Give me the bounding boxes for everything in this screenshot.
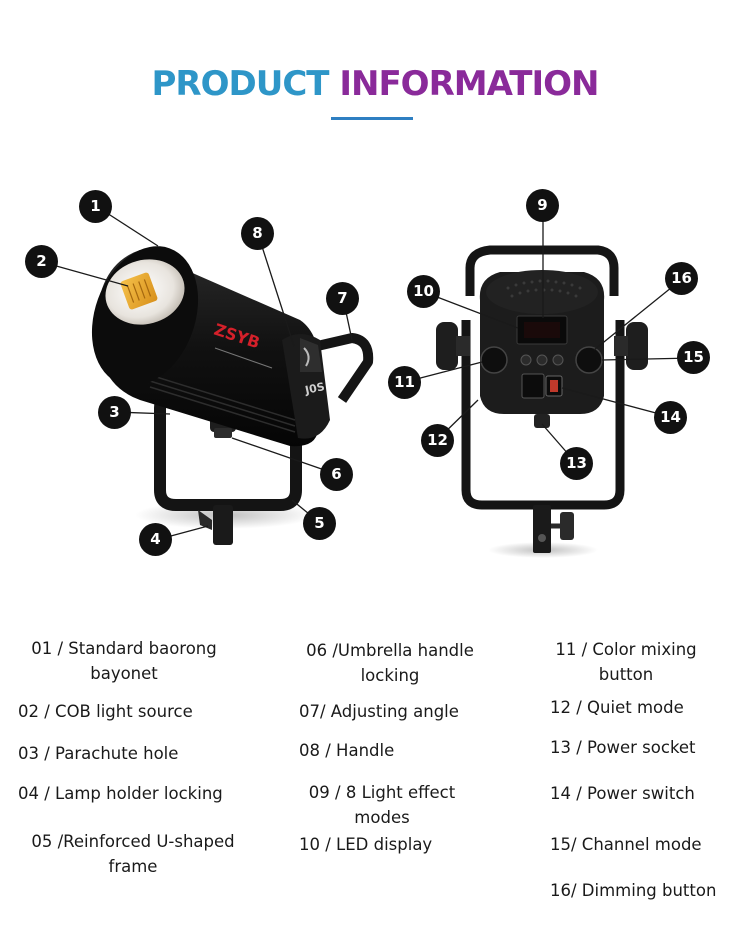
callout-1: 1 (79, 190, 112, 223)
legend-item-12: 12 / Quiet mode (550, 698, 684, 717)
legend-item-05-line2: frame (108, 857, 158, 876)
callout-14: 14 (654, 401, 687, 434)
product-illustration: ZSYB J0S (41, 205, 695, 558)
callout-7: 7 (326, 282, 359, 315)
legend-item-06-line1: 06 /Umbrella handle (306, 641, 474, 660)
legend-item-15: 15/ Channel mode (550, 835, 702, 854)
legend-item-09-line2: modes (354, 808, 410, 827)
model-badge: J0S (303, 380, 326, 397)
callout-16: 16 (665, 262, 698, 295)
rear-view-light (436, 245, 648, 558)
title-underline (331, 117, 413, 120)
legend-item-06-line2: locking (360, 666, 420, 685)
callout-8: 8 (241, 217, 274, 250)
title-word-information: INFORMATION (339, 64, 599, 104)
legend-item-13: 13 / Power socket (550, 738, 696, 757)
title-word-product: PRODUCT (151, 64, 330, 104)
legend-item-09: 09 / 8 Light effect modes (299, 780, 465, 830)
legend-item-01-line2: bayonet (90, 664, 158, 683)
legend-item-09-line1: 09 / 8 Light effect (308, 783, 456, 802)
callout-4: 4 (139, 523, 172, 556)
callout-6: 6 (320, 458, 353, 491)
front-view-light: ZSYB J0S (91, 246, 374, 545)
legend-item-14: 14 / Power switch (550, 784, 695, 803)
legend-item-05-line1: 05 /Reinforced U-shaped (31, 832, 235, 851)
legend-item-06: 06 /Umbrella handle locking (299, 638, 481, 688)
legend-item-05: 05 /Reinforced U-shaped frame (18, 829, 248, 879)
legend-item-03: 03 / Parachute hole (18, 744, 179, 763)
callout-12: 12 (421, 424, 454, 457)
callout-9: 9 (526, 189, 559, 222)
legend-item-02: 02 / COB light source (18, 702, 193, 721)
callout-5: 5 (303, 507, 336, 540)
legend-item-01: 01 / Standard baorong bayonet (18, 636, 230, 686)
callout-3: 3 (98, 396, 131, 429)
legend-item-08: 08 / Handle (299, 741, 395, 760)
legend-item-11-line1: 11 / Color mixing (555, 640, 697, 659)
legend-item-04: 04 / Lamp holder locking (18, 784, 223, 803)
callout-15: 15 (677, 341, 710, 374)
legend-item-16: 16/ Dimming button (550, 881, 717, 900)
legend-item-07: 07/ Adjusting angle (299, 702, 459, 721)
callout-10: 10 (407, 275, 440, 308)
legend-item-01-line1: 01 / Standard baorong (31, 639, 217, 658)
page-title: PRODUCT INFORMATION (0, 64, 750, 104)
callout-2: 2 (25, 245, 58, 278)
legend-item-10: 10 / LED display (299, 835, 433, 854)
callout-13: 13 (560, 447, 593, 480)
callout-11: 11 (388, 366, 421, 399)
legend-item-11-line2: button (598, 665, 654, 684)
legend-item-11: 11 / Color mixing button (550, 637, 702, 687)
